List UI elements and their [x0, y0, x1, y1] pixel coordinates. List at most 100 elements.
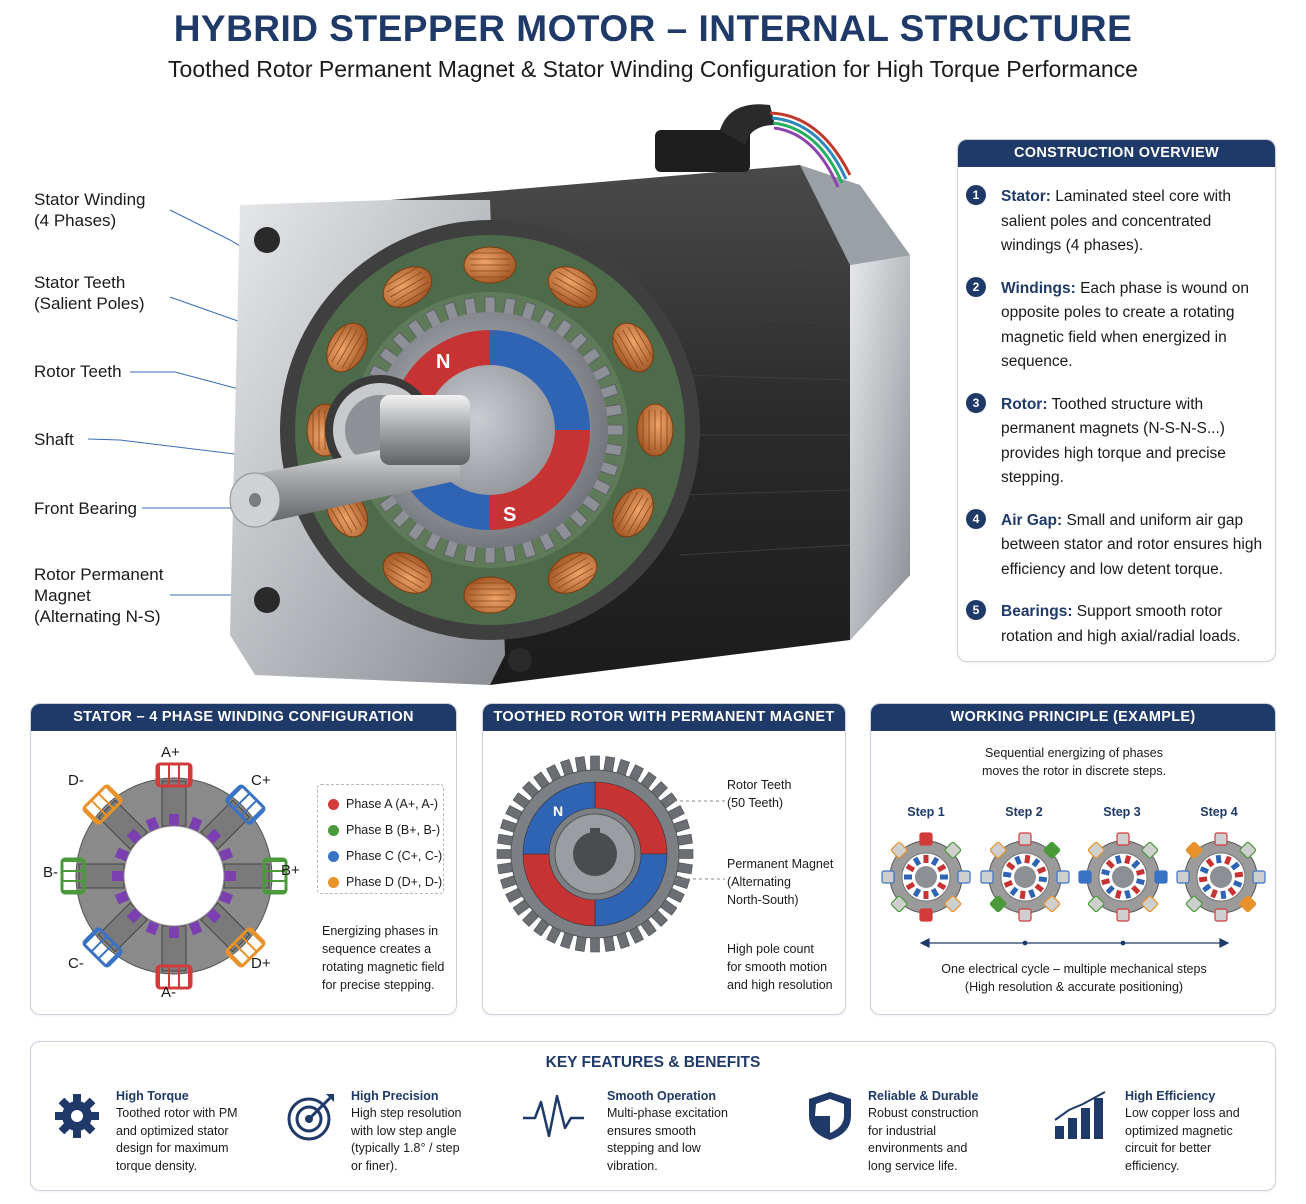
callout-rotor-magnet: Rotor Permanent Magnet (Alternating N-S) [34, 565, 164, 626]
step-rotor-magnet [1114, 889, 1122, 899]
step-rotor-magnet [936, 863, 947, 873]
step-rotor-magnet [923, 855, 929, 863]
feature-item: High Precision High step resolution with… [351, 1089, 462, 1173]
step-pole [1185, 895, 1203, 913]
coil-turn [551, 281, 588, 303]
coil-turn [226, 949, 244, 967]
step-pole [1214, 832, 1228, 846]
stator-diagram [60, 762, 288, 990]
step-pole [944, 841, 962, 859]
rotor-teeth-label: Rotor Teeth (50 Teeth) [727, 778, 792, 810]
step-pole [1214, 908, 1228, 922]
coil-turn [622, 329, 644, 366]
step-pole [1056, 870, 1070, 884]
coil-turn [233, 942, 251, 960]
coil-turn [395, 552, 432, 573]
step-rotor-magnet [1224, 855, 1232, 866]
stator-note: Energizing phases in sequence creates a … [322, 924, 445, 992]
step-label: Step 3 [1103, 805, 1141, 819]
step-rotor-magnet [1205, 858, 1215, 868]
step-pole [1176, 870, 1190, 884]
step-rotor-hub [915, 866, 937, 888]
step-rotor-magnet [1135, 868, 1145, 876]
step-rotor-magnet [1124, 855, 1132, 865]
stator-bore [123, 825, 225, 927]
step-rotor-magnet [1131, 859, 1141, 869]
step-rotor-magnet [1230, 861, 1240, 871]
coil-turn [557, 271, 594, 293]
coil-turn [554, 562, 591, 584]
step-pole [989, 895, 1007, 913]
coil-turn [557, 567, 594, 589]
step-pole [1154, 870, 1168, 884]
overview-key: Air Gap: [1001, 511, 1063, 529]
coil-turn [341, 332, 363, 369]
legend-item-phase-d: Phase D (D+, D-) [328, 875, 443, 889]
overview-text: Each phase is wound on opposite poles to… [1001, 279, 1249, 371]
coil-turn [226, 785, 244, 803]
step-rotor-magnet [1036, 866, 1047, 874]
callout-stator-teeth: Stator Teeth (Salient Poles) [34, 273, 145, 313]
pole-label-c-minus: C- [68, 955, 84, 972]
coil-turn [627, 326, 649, 363]
coil-turn [90, 799, 108, 817]
overview-item: 1 Stator: Laminated steel core with sali… [966, 185, 1263, 259]
step-rotor-magnet [1019, 890, 1026, 900]
pole-label-a-minus: A- [161, 984, 176, 1001]
coil-turn [83, 928, 101, 946]
phase-legend: Phase A (A+, A-) Phase B (B+, B-) Phase … [317, 784, 444, 894]
pole-label-d-minus: D- [68, 772, 84, 789]
step-rotor-magnet [930, 887, 940, 898]
overview-text: Toothed structure with permanent magnets… [1001, 395, 1226, 487]
step-pole [919, 908, 933, 922]
legend-item-phase-b: Phase B (B+, B-) [328, 823, 443, 837]
coil-turn [560, 266, 597, 288]
callout-rotor-teeth: Rotor Teeth [34, 362, 122, 381]
step-pole [1043, 895, 1061, 913]
work-intro: Sequential energizing of phases moves th… [981, 746, 1167, 778]
overview-key: Rotor: [1001, 395, 1048, 413]
callout-shaft: Shaft [34, 430, 74, 449]
overview-key: Stator: [1001, 188, 1051, 205]
step-pole [944, 895, 962, 913]
stator-coil [262, 857, 288, 895]
step-rotor-magnet [1234, 871, 1244, 878]
step-rotor-hub [1210, 866, 1232, 888]
overview-number-badge: 1 [966, 185, 986, 205]
step-rotor-magnet [1002, 871, 1012, 878]
step-rotor-magnet [1202, 883, 1212, 893]
overview-number-badge: 3 [966, 392, 986, 413]
step-rotor-magnet [1006, 861, 1016, 871]
step-pole [1116, 832, 1130, 846]
construction-overview-heading: CONSTRUCTION OVERVIEW [958, 140, 1275, 167]
pole-label-b-minus: B- [43, 864, 58, 881]
coil-turn [617, 332, 639, 369]
coil-turn [632, 323, 654, 360]
step-pole [890, 841, 908, 859]
coil-turn [560, 572, 597, 594]
step-rotor-magnet [1198, 876, 1208, 883]
work-panel-heading: WORKING PRINCIPLE (EXAMPLE) [871, 704, 1275, 731]
step-rotor-magnet [905, 881, 916, 891]
pole-winding-segment [169, 922, 179, 938]
step-pole [1141, 841, 1159, 859]
callout-stator-winding: Stator Winding (4 Phases) [34, 190, 146, 230]
page-title: HYBRID STEPPER MOTOR – INTERNAL STRUCTUR… [173, 8, 1133, 49]
step-rotor-hub [1014, 866, 1036, 888]
toothed-rotor-panel: TOOTHED ROTOR WITH PERMANENT MAGNET N Ro… [482, 703, 846, 1015]
step-rotor-magnet [1105, 885, 1115, 895]
step-rotor-magnet [1031, 858, 1041, 868]
coil-turn [83, 806, 101, 824]
overview-item: 5 Bearings: Support smooth rotor rotatio… [966, 600, 1263, 649]
legend-item-phase-a: Phase A (A+, A-) [328, 797, 443, 811]
overview-item: 3 Rotor: Toothed structure with permanen… [966, 392, 1263, 491]
step-diagrams [881, 832, 1266, 948]
working-principle-panel: WORKING PRINCIPLE (EXAMPLE) Sequential e… [870, 703, 1276, 1015]
step-pole [1043, 841, 1061, 859]
shield-icon [809, 1092, 851, 1140]
step-rotor-magnet [930, 856, 940, 867]
coil-turn [326, 323, 348, 360]
stator-winding-panel: STATOR – 4 PHASE WINDING CONFIGURATION A… [30, 703, 457, 1015]
step-label: Step 1 [907, 805, 945, 819]
step-rotor-magnet [1038, 876, 1048, 883]
